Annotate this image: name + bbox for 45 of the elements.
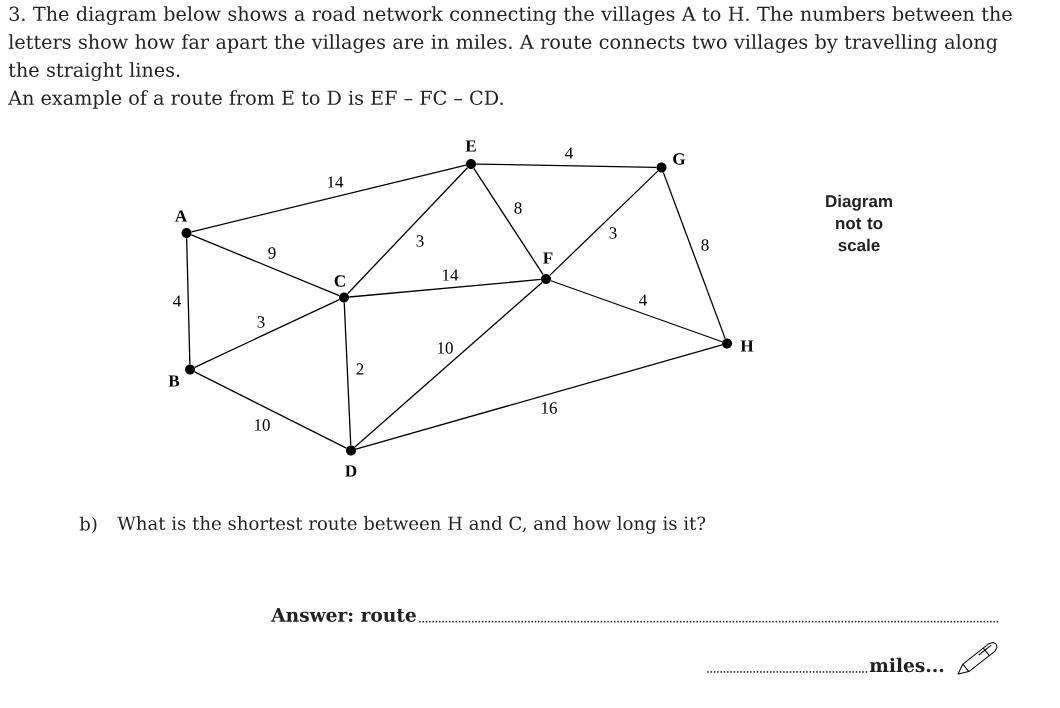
road-line <box>355 344 723 450</box>
question-text: 3. The diagram below shows a road network connecting the villages A to H. The numbers between the letters show how far apart the villages are in miles. A route connects two villages by travelling along the straight lines. <box>8 6 1012 82</box>
village-label: H <box>740 340 754 352</box>
distance-label: 4 <box>639 294 647 306</box>
road-line <box>194 371 347 449</box>
distance-label: 8 <box>701 239 709 251</box>
village-label: E <box>465 140 476 152</box>
road-line <box>475 163 657 169</box>
question-text: What is the shortest route between H and C, and how long is it? <box>117 516 706 534</box>
distance-label: 16 <box>542 402 557 414</box>
distance-label: 3 <box>257 316 265 328</box>
road-line <box>346 167 469 295</box>
unit-label: miles... <box>869 657 944 673</box>
village-label: F <box>543 252 553 264</box>
road-line <box>190 164 467 233</box>
village-label: G <box>673 153 686 165</box>
village-label: A <box>175 210 187 222</box>
village-label: D <box>345 465 357 477</box>
road-line <box>190 234 340 297</box>
distance-label: 14 <box>443 269 459 281</box>
distance-label: 3 <box>609 227 617 239</box>
distance-label: 9 <box>268 247 276 259</box>
distance-label: 2 <box>356 363 364 375</box>
road-line <box>194 299 340 368</box>
distance-label: 10 <box>255 419 270 431</box>
road-line <box>186 237 191 365</box>
answer-label: Answer: route <box>271 608 416 622</box>
road-line <box>550 280 723 343</box>
distance-label: 8 <box>514 202 522 214</box>
part-label: b) <box>79 516 97 534</box>
distance-label: 4 <box>565 147 573 159</box>
village-label: C <box>334 275 345 287</box>
village-label: B <box>168 375 180 387</box>
road-line <box>473 167 544 276</box>
road-line <box>549 170 659 277</box>
distance-label: 3 <box>416 235 424 247</box>
scale-note: Diagram not to scale <box>826 194 892 252</box>
road-line <box>662 171 726 340</box>
road-line <box>354 281 543 448</box>
road-line <box>343 302 352 446</box>
distance-label: 10 <box>438 342 453 354</box>
distance-label: 4 <box>173 295 181 307</box>
road-line <box>348 278 542 298</box>
distance-label: 14 <box>328 176 344 188</box>
example-text: An example of a route from E to D is EF – FC – CD. <box>8 90 503 109</box>
